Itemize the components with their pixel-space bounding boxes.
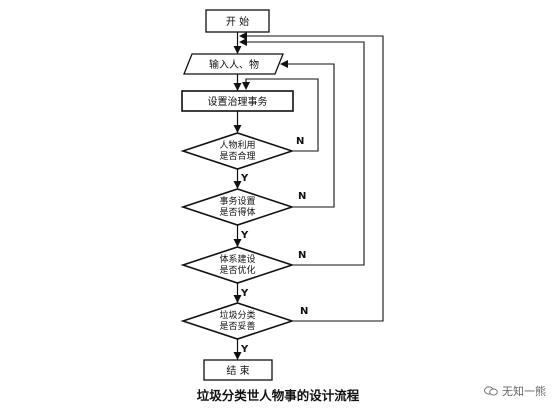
no-label-1: N xyxy=(296,136,304,147)
decision-2-line1: 事务设置 xyxy=(219,195,255,207)
decision-3-diamond xyxy=(180,246,295,284)
no-loop-2 xyxy=(280,60,335,208)
yes-label-1: Y xyxy=(240,173,249,184)
decision-4-line2: 是否妥善 xyxy=(219,320,255,332)
no-label-4: N xyxy=(300,306,308,317)
decision-1-line2: 是否合理 xyxy=(219,150,255,162)
decision-4-diamond xyxy=(180,302,295,340)
process-label: 设置治理事务 xyxy=(208,95,268,108)
no-loop-4 xyxy=(239,32,384,322)
no-label-3: N xyxy=(298,250,306,261)
no-label-2: N xyxy=(298,191,306,202)
wechat-logo-icon xyxy=(484,386,498,396)
watermark-text: 无知一熊 xyxy=(502,385,546,398)
decision-2-line2: 是否得体 xyxy=(219,206,255,218)
yes-label-4: Y xyxy=(240,344,249,355)
yes-label-3: Y xyxy=(240,288,249,299)
decision-3-line1: 体系建设 xyxy=(219,253,255,265)
decision-1-diamond xyxy=(180,132,295,170)
input-parallelogram xyxy=(183,53,284,75)
input-label: 输入人、物 xyxy=(209,58,259,71)
decision-3-line2: 是否优化 xyxy=(219,264,255,276)
end-label: 结 束 xyxy=(226,364,249,377)
no-loop-3 xyxy=(239,38,365,266)
start-label: 开 始 xyxy=(226,15,249,28)
yes-label-2: Y xyxy=(240,230,249,241)
end-box xyxy=(203,359,273,381)
decision-4-line1: 垃圾分类 xyxy=(219,309,255,321)
decision-1-line1: 人物利用 xyxy=(219,139,255,151)
decision-2-diamond xyxy=(180,188,295,226)
diagram-caption: 垃圾分类世人物事的设计流程 xyxy=(196,388,360,403)
watermark: 无知一熊 xyxy=(484,383,546,399)
